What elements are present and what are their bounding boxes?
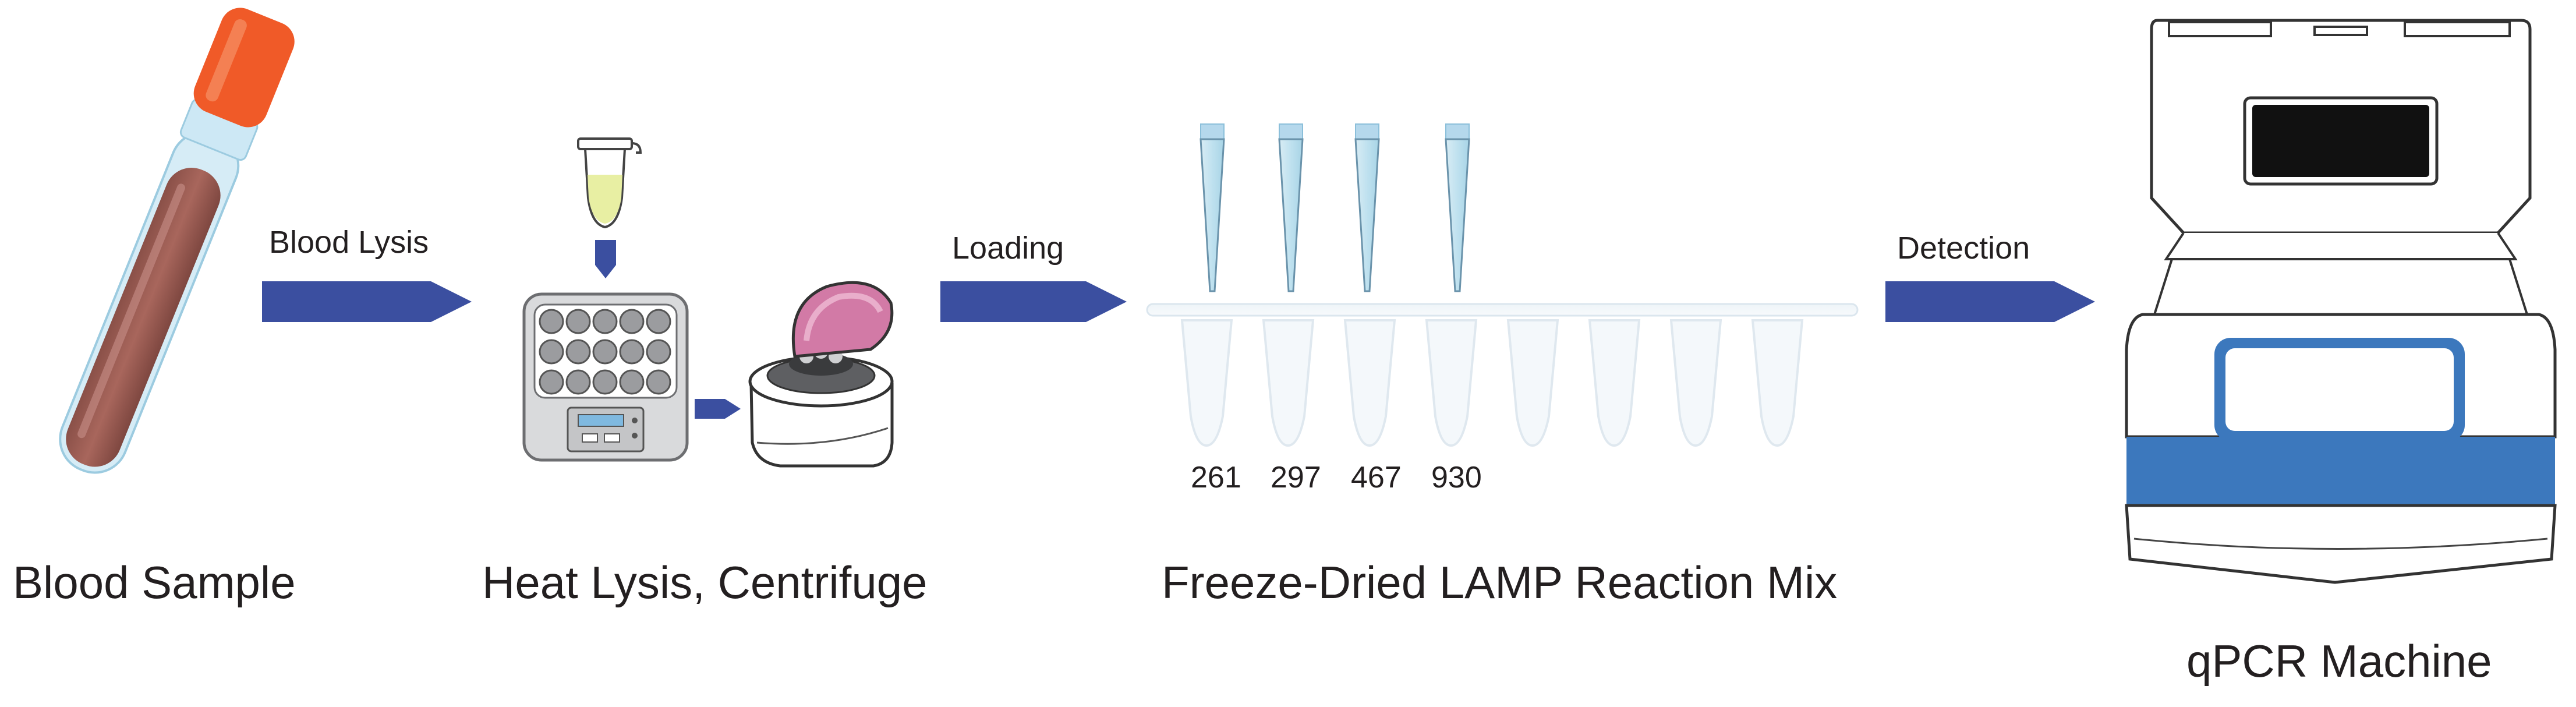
pipette-tip-icon [1445,123,1470,292]
tube-number: 261 [1191,461,1241,494]
pipette-tips [1199,123,1470,292]
tube-number: 930 [1431,461,1482,494]
blood-tube-icon [59,8,295,474]
centrifuge-icon [748,281,894,468]
arrow-blood-lysis [262,281,472,322]
pipette-tip-icon [1278,123,1304,292]
pcr-strip-icon [1146,303,1859,447]
step-label-lamp-mix: Freeze-Dried LAMP Reaction Mix [1162,557,1838,608]
tube-number: 297 [1271,461,1321,494]
arrow-detection [1885,281,2095,322]
arrow-loading [940,281,1127,322]
arrow-label-loading: Loading [952,231,1064,266]
arrow-label-blood-lysis: Blood Lysis [269,225,429,260]
step-label-blood-sample: Blood Sample [13,557,296,608]
arrow-label-detection: Detection [1897,231,2030,266]
qpcr-machine-icon [2125,19,2557,584]
pipette-tip-icon [1199,123,1225,292]
heat-block-icon [522,292,689,462]
step-label-heat-lysis: Heat Lysis, Centrifuge [482,557,928,608]
microtube-icon [577,137,642,229]
pipette-tip-icon [1354,123,1380,292]
tube-number: 467 [1351,461,1402,494]
small-right-arrow [695,399,741,419]
small-down-arrow [595,240,616,278]
step-label-qpcr: qPCR Machine [2186,635,2492,687]
